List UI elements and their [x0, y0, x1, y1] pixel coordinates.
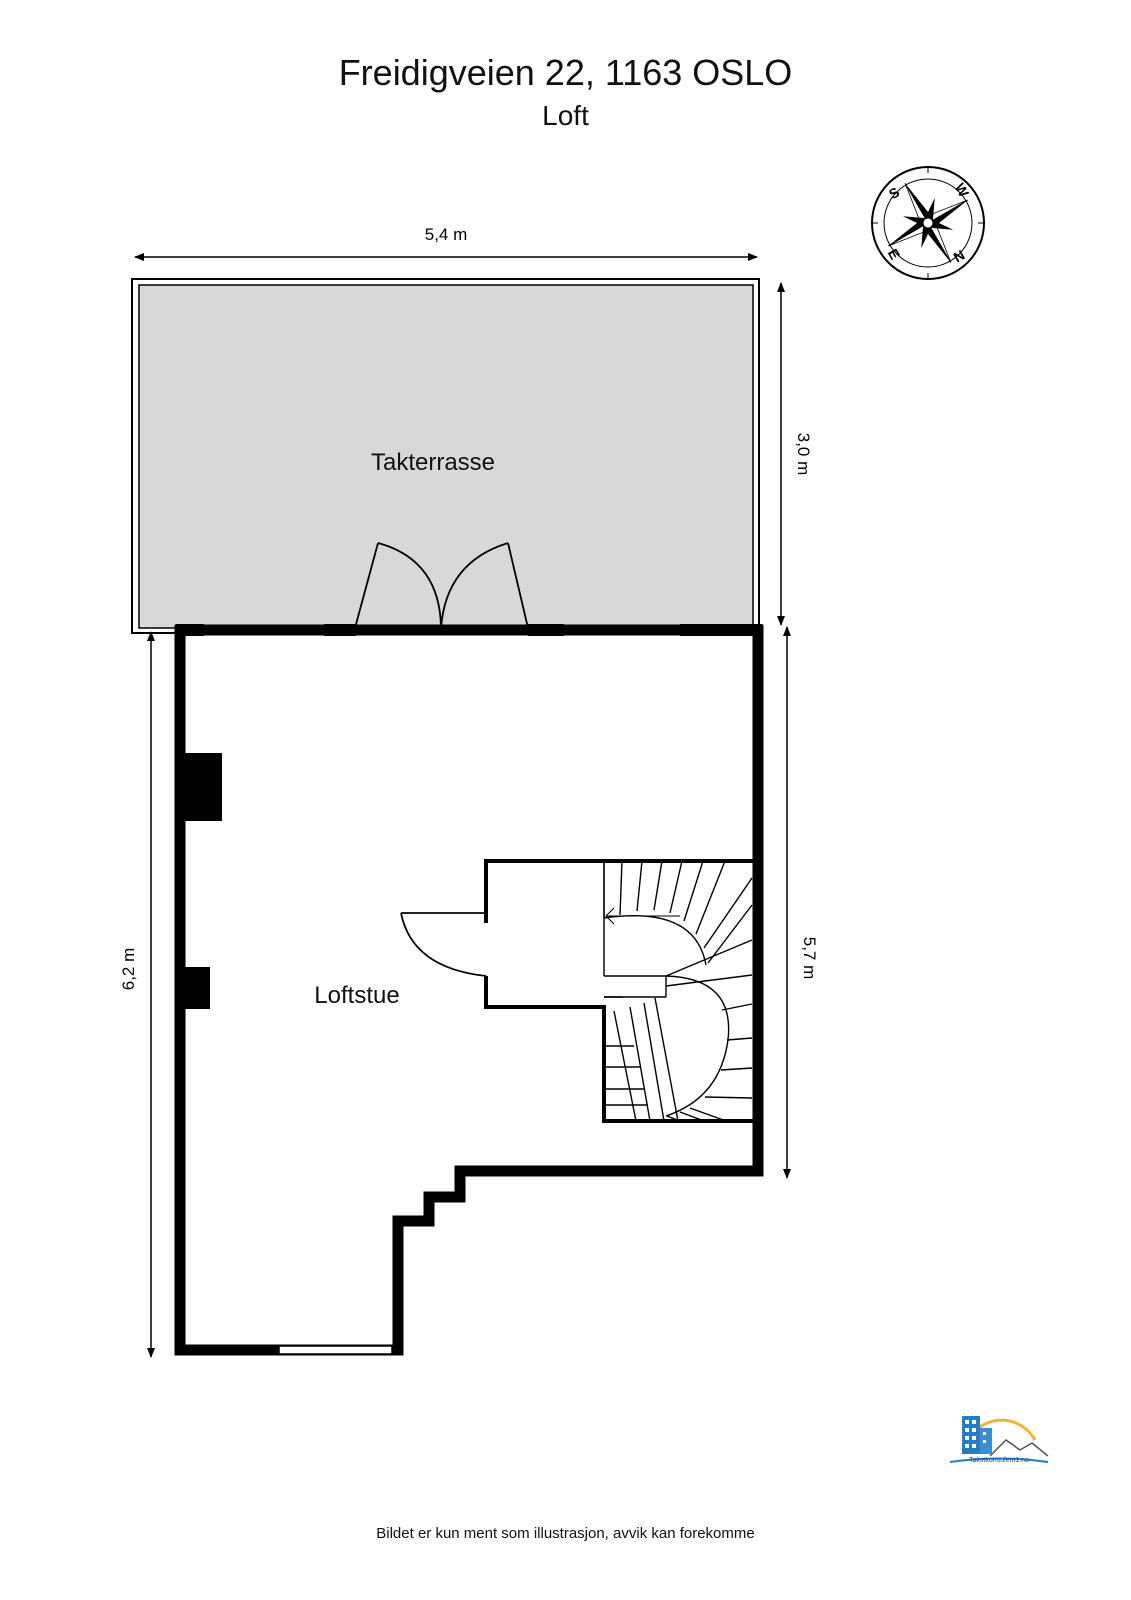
terrace-double-door	[354, 542, 529, 629]
dim-top-width-label: 5,4 m	[425, 225, 468, 244]
chimney-block-upper	[180, 753, 222, 821]
company-logo-icon	[949, 1416, 1049, 1463]
stair-direction-arrow	[605, 907, 680, 925]
dim-left-depth-label: 6,2 m	[119, 948, 138, 991]
company-logo-text: Takstkonsulent1.no	[969, 1457, 1029, 1464]
room-label-living: Loftstue	[314, 982, 399, 1009]
plan-title: Freidigveien 22, 1163 OSLO	[338, 52, 793, 93]
dim-right-depth-label: 5,7 m	[800, 937, 819, 980]
outer-walls	[174, 624, 764, 1356]
stair-enclosure	[484, 859, 758, 1123]
disclaimer-footer: Bildet er kun ment som illustrasjon, avv…	[376, 1525, 755, 1542]
winding-stair	[603, 860, 753, 1122]
compass-rose-icon: S W N E	[871, 166, 985, 280]
terrace-area	[131, 278, 760, 634]
chimney-block-lower	[180, 967, 210, 1009]
stair-door	[400, 912, 487, 977]
floor-label: Loft	[542, 100, 589, 131]
dim-terrace-depth-label: 3,0 m	[794, 433, 813, 476]
room-label-terrace: Takterrasse	[371, 449, 495, 476]
